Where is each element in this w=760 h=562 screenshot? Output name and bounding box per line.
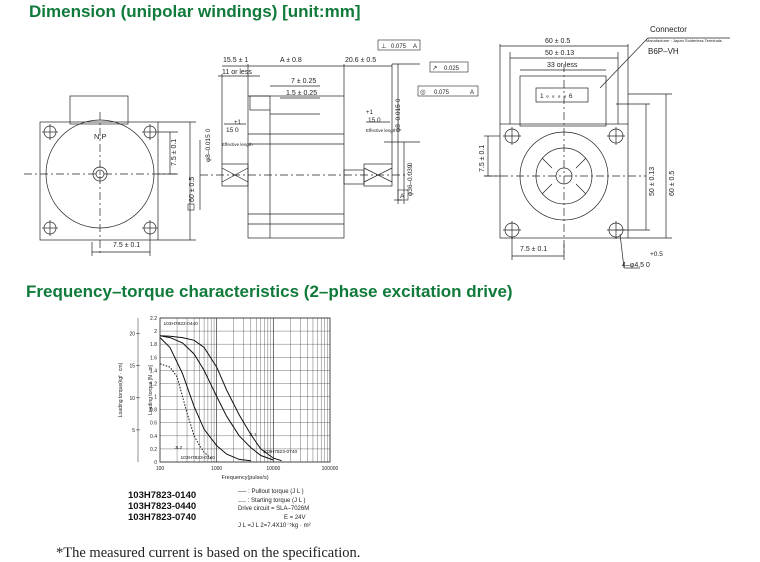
x-tick-label: 1000 [211,466,222,472]
side-dim-a: A ± 0.8 [280,57,302,64]
front-dim-bottom: 7.5 ± 0.1 [113,242,140,249]
svg-text:↗: ↗ [432,65,437,72]
y-axis-label-secondary: Loading torque(kgf · cm) [118,362,124,417]
x-tick-label: 10000 [266,466,280,472]
front-dim-60: 60 ± 0.5 [189,177,196,202]
legend-circuit: Drive circuit = SLA–7026M [238,506,310,512]
y-tick-label: 0.8 [150,408,157,414]
front-view [24,95,196,256]
rear-dim-7-5-bottom: 7.5 ± 0.1 [520,246,547,253]
y2-tick-label: 15 [129,364,135,370]
model-0140: 103H7823-0140 [128,490,197,501]
tol-concentricity: 0.075 [434,90,450,96]
model-list: 103H7823-0140 103H7823-0440 103H7823-074… [128,490,196,523]
y-tick-label: 0.4 [150,434,157,440]
model-0740: 103H7823-0740 [128,512,197,523]
dimension-section-title: Dimension (unipolar windings) [unit:mm] [29,2,361,21]
series-line [159,335,282,462]
connector-pins: 1 ∘ ∘ ∘ ∘ 6 [540,93,573,100]
side-view [199,63,420,239]
svg-text:⊥: ⊥ [381,43,387,50]
rear-width-60: 60 ± 0.5 [545,38,570,45]
dimension-drawings: N.P 7.5 ± 0.1 60 ± 0.5 7.5 ± 0.1 15.5 ± … [24,25,730,269]
y-tick-label: 0 [154,460,157,466]
connector-label: Connector [650,25,687,34]
side-body [247,95,345,239]
rear-key-length: 15 0 [226,127,239,134]
chart-legend: ── : Pullout torque (J L ) ‥‥ : Starting… [238,488,311,531]
svg-text:A: A [470,90,474,96]
y2-tick-label: 20 [129,332,135,338]
y2-tick-label: 10 [129,396,135,402]
front-body-square [39,121,159,241]
svg-text:◎: ◎ [420,89,426,96]
svg-text:A: A [413,44,417,50]
side-dim-15-5: 15.5 ± 1 [223,57,248,64]
shaft-diameter-rear: φ8–0.015 [205,134,212,162]
mounting-hole-spec: 4–φ4.5 0 [622,262,650,269]
tol-runout: 0.025 [444,66,460,72]
y-tick-label: 0.6 [150,421,157,427]
y-tick-label: 0.2 [150,447,157,453]
rear-height-50: 50 ± 0.13 [649,167,656,196]
legend-voltage: E = 24V [284,514,306,521]
svg-text:+1: +1 [366,110,374,116]
frequency-torque-title: Frequency–torque characteristics (2–phas… [26,282,513,301]
svg-text:0: 0 [206,128,212,132]
footnote: *The measured current is based on the sp… [56,545,361,561]
effective-length-2: Effective length [366,128,397,133]
chart-annotation: JL2 [174,445,182,451]
svg-text:+0.5: +0.5 [650,251,663,258]
plot-frame [159,317,331,463]
chart-annotation: 103H7823-0740 [263,449,298,455]
side-dim-1-5: 1.5 ± 0.25 [286,90,317,97]
rear-dim-7-5-vertical: 7.5 ± 0.1 [479,145,486,172]
connector-maker: Manufacturer : Japan Solderless Terminal… [646,38,722,43]
y-tick-label: 2.2 [150,316,157,322]
side-dim-11: 11 or less [222,69,252,76]
y-tick-label: 1 [154,395,157,401]
effective-length-1: Effective length [222,142,253,147]
np-label: N.P [94,132,107,141]
y-tick-label: 1.6 [150,355,157,361]
series-line [159,337,251,462]
y-tick-label: 1.8 [150,342,157,348]
y-tick-label: 2 [154,329,157,335]
x-tick-label: 100 [156,466,165,472]
rear-height-60: 60 ± 0.5 [669,171,676,196]
rear-width-33: 33 or less [547,62,578,69]
x-tick-label: 100000 [322,466,339,472]
y-axis-label: Loading torque [N · m] [148,365,154,415]
series-line [159,335,274,461]
tol-perpendicular: 0.075 [391,44,407,50]
connector-block [535,87,589,103]
front-terminal-box [69,95,129,125]
shaft-diameter-front: φ8–0.015 [395,104,402,132]
chart-annotation: 103H7823-0140 [180,455,215,461]
rear-terminal-box [519,75,607,127]
model-0440: 103H7823-0440 [128,501,197,512]
chart-annotation: 103H7823-0440 [163,321,198,327]
y-tick-label: 1.4 [150,368,157,374]
front-key-length: 15 0 [368,117,381,124]
side-dim-7: 7 ± 0.25 [291,78,316,85]
boss-diameter: φ36–0.039 [407,164,414,196]
frequency-torque-chart: 0 0.2 0.4 0.6 0.8 1 1.2 1.4 1.6 1.8 2 2.2 100 1000 100… [118,316,339,481]
legend-pullout: ── : Pullout torque (J L ) [238,489,304,495]
chart-annotation: JL1 [249,432,257,438]
x-axis-label: Frequency(pulse/s) [221,475,268,481]
legend-inertia: J L =J L 2=7.4X10⁻⁵kg · m² [238,523,311,529]
rear-width-50: 50 ± 0.13 [545,50,574,57]
connector-part: B6P–VH [648,47,679,56]
svg-text:A: A [400,193,405,200]
y-tick-label: 1.2 [150,381,157,387]
y2-tick-label: 5 [132,428,135,434]
svg-text:+1: +1 [234,120,242,126]
rear-view [484,37,730,269]
svg-text:0: 0 [408,162,414,166]
side-dim-20-6: 20.6 ± 0.5 [345,57,376,64]
legend-starting: ‥‥ : Starting torque (J L ) [238,497,306,504]
svg-text:0: 0 [396,98,402,102]
front-dim-7-5: 7.5 ± 0.1 [171,139,178,166]
